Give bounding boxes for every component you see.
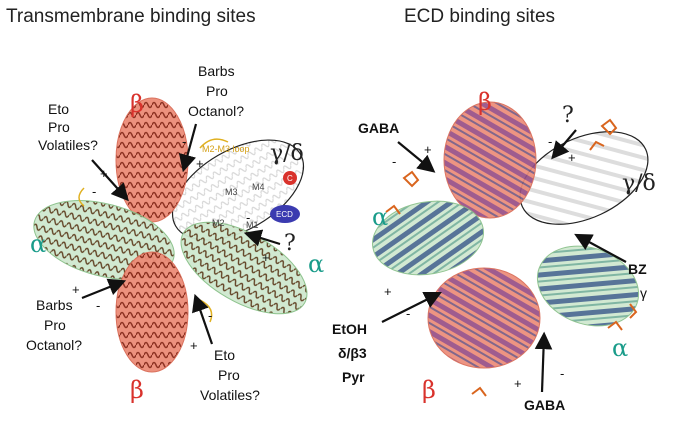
svg-text:+: + [72, 282, 80, 297]
site-text: Barbs [36, 297, 73, 313]
site-text: δ/β3 [338, 345, 367, 361]
svg-text:-: - [96, 298, 100, 313]
site-text: Pro [48, 119, 70, 135]
m2-m3-loop-label: M2-M3 loop [202, 144, 250, 154]
site-text: Eto [48, 101, 69, 117]
ecd-marker [270, 205, 300, 223]
left-site-top-left: Eto Pro Volatiles? [38, 101, 98, 153]
right-site-question: ? [562, 103, 574, 128]
right-site-bz-sub: γ [640, 285, 647, 301]
svg-text:-: - [208, 308, 212, 323]
svg-text:+: + [262, 250, 270, 265]
site-text: Eto [214, 347, 235, 363]
svg-text:-: - [182, 134, 186, 149]
svg-text:-: - [548, 134, 552, 149]
site-text: Barbs [198, 63, 235, 79]
left-alpha-left-label: α [30, 230, 46, 258]
left-beta-bottom-subunit [115, 251, 189, 373]
svg-text:-: - [392, 154, 396, 169]
right-alpha-left-label: α [372, 203, 388, 231]
left-site-top-right: Barbs Pro Octanol? [188, 63, 244, 119]
left-charge-signs: +- -+ +- +- -+ [72, 134, 270, 353]
left-site-bottom-left: Barbs Pro Octanol? [26, 297, 82, 353]
svg-text:+: + [568, 150, 576, 165]
site-text: Pro [44, 317, 66, 333]
svg-text:-: - [406, 306, 410, 321]
right-site-gaba-bottom: GABA [524, 397, 565, 413]
left-pentamer: ECD [33, 97, 308, 373]
left-beta-top-label: β [130, 90, 144, 118]
helix-label-m3: M3 [225, 187, 238, 197]
svg-text:+: + [190, 338, 198, 353]
c-terminus-marker [283, 171, 297, 185]
ecd-label: ECD [276, 210, 293, 219]
right-beta-top-subunit [443, 101, 537, 219]
site-text: Pro [206, 83, 228, 99]
helix-label-m1: M1 [246, 220, 259, 230]
left-panel-title: Transmembrane binding sites [6, 6, 256, 27]
right-beta-top-label: β [478, 88, 492, 116]
left-site-bottom-right: Eto Pro Volatiles? [200, 347, 260, 403]
right-charge-signs: -+ -+ +- +- [384, 134, 576, 391]
svg-text:-: - [92, 184, 96, 199]
svg-text:-: - [560, 366, 564, 381]
helix-label-m2: M2 [212, 218, 225, 228]
right-arrows [381, 129, 627, 393]
right-alpha-right-label: α [612, 334, 628, 362]
svg-text:+: + [384, 284, 392, 299]
site-text: Volatiles? [38, 137, 98, 153]
site-text: EtOH [332, 321, 367, 337]
site-text: Volatiles? [200, 387, 260, 403]
left-alpha-right-label: α [308, 250, 324, 278]
site-text: Pyr [342, 369, 365, 385]
right-site-gaba-top: GABA [358, 120, 399, 136]
right-beta-bottom-label: β [422, 376, 436, 404]
right-beta-bottom-subunit [427, 267, 541, 369]
right-site-etoh: EtOH δ/β3 Pyr [332, 321, 367, 385]
left-gamma-delta-label: γ/δ [270, 141, 304, 166]
right-gamma-delta-label: γ/δ [622, 171, 656, 196]
left-beta-top-subunit [115, 97, 189, 223]
svg-text:+: + [100, 166, 108, 181]
right-alpha-left-subunit [371, 200, 485, 276]
svg-text:+: + [424, 142, 432, 157]
right-site-bz: BZ [628, 261, 647, 277]
left-site-question: ? [284, 231, 296, 256]
svg-text:-: - [246, 210, 250, 225]
site-text: Octanol? [26, 337, 82, 353]
helix-label-c: C [287, 174, 293, 183]
site-text: Pro [218, 367, 240, 383]
svg-text:+: + [514, 376, 522, 391]
right-panel-title: ECD binding sites [404, 6, 555, 27]
site-text: Octanol? [188, 103, 244, 119]
svg-text:+: + [196, 156, 204, 171]
helix-label-m4: M4 [252, 182, 265, 192]
left-beta-bottom-label: β [130, 376, 144, 404]
left-arrows [81, 123, 281, 345]
right-alpha-right-subunit [536, 245, 640, 327]
